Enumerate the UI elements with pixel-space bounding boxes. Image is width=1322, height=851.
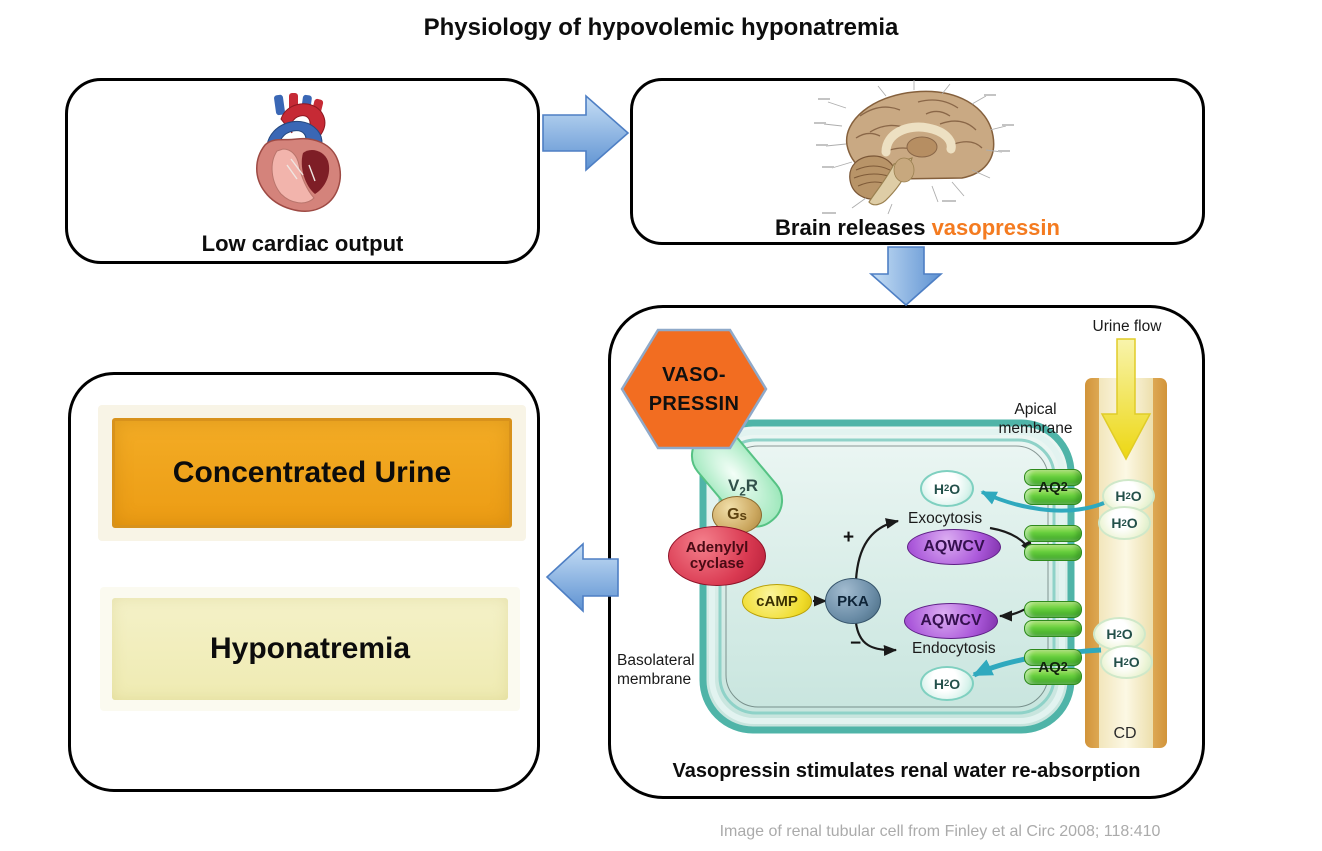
hyponatremia-swatch: Hyponatremia [112,598,508,700]
aq2-channel [1024,525,1082,561]
image-credit-footnote: Image of renal tubular cell from Finley … [719,823,1161,840]
camp-molecule: cAMP [742,584,812,619]
aq2-channel [1024,649,1082,685]
page-title: Physiology of hypovolemic hyponatremia [423,14,899,41]
vasopressin-highlight: vasopressin [931,215,1060,240]
flow-arrow-down [868,246,944,307]
hyponatremia-label: Hyponatremia [209,632,411,665]
concentrated-urine-swatch: Concentrated Urine [112,418,512,528]
aq2-channel [1024,601,1082,637]
cd-label: CD [1113,725,1137,742]
adenylyl-cyclase: Adenylyl cyclase [668,526,766,586]
cardiac-label: Low cardiac output [201,231,404,256]
apical-membrane-label: Apical membrane [998,401,1073,437]
minus-sign: − [850,633,862,654]
basolateral-membrane-label: Basolateral membrane [617,652,695,689]
vasopressin-hexagon-label: VASO- PRESSIN [624,361,764,419]
urine-flow-label: Urine flow [1092,318,1162,335]
exocytosis-label: Exocytosis [908,510,983,527]
pka-molecule: PKA [825,578,881,624]
hexagon-line2: PRESSIN [648,393,740,415]
flow-arrow-right [542,94,630,172]
brain-label-prefix: Brain releases [775,215,932,240]
v2r-label: V2R [727,476,759,499]
plus-sign: + [843,527,855,548]
hexagon-line1: VASO- [662,364,726,386]
cell-caption: Vasopressin stimulates renal water re-ab… [672,760,1141,782]
aqwcv-vesicle: AQWCV [907,529,1001,565]
aqwcv-vesicle: AQWCV [904,603,998,639]
brain-label: Brain releases vasopressin [630,215,1205,241]
concentrated-urine-label: Concentrated Urine [172,456,452,489]
aq2-channel [1024,469,1082,505]
endocytosis-label: Endocytosis [912,640,996,657]
